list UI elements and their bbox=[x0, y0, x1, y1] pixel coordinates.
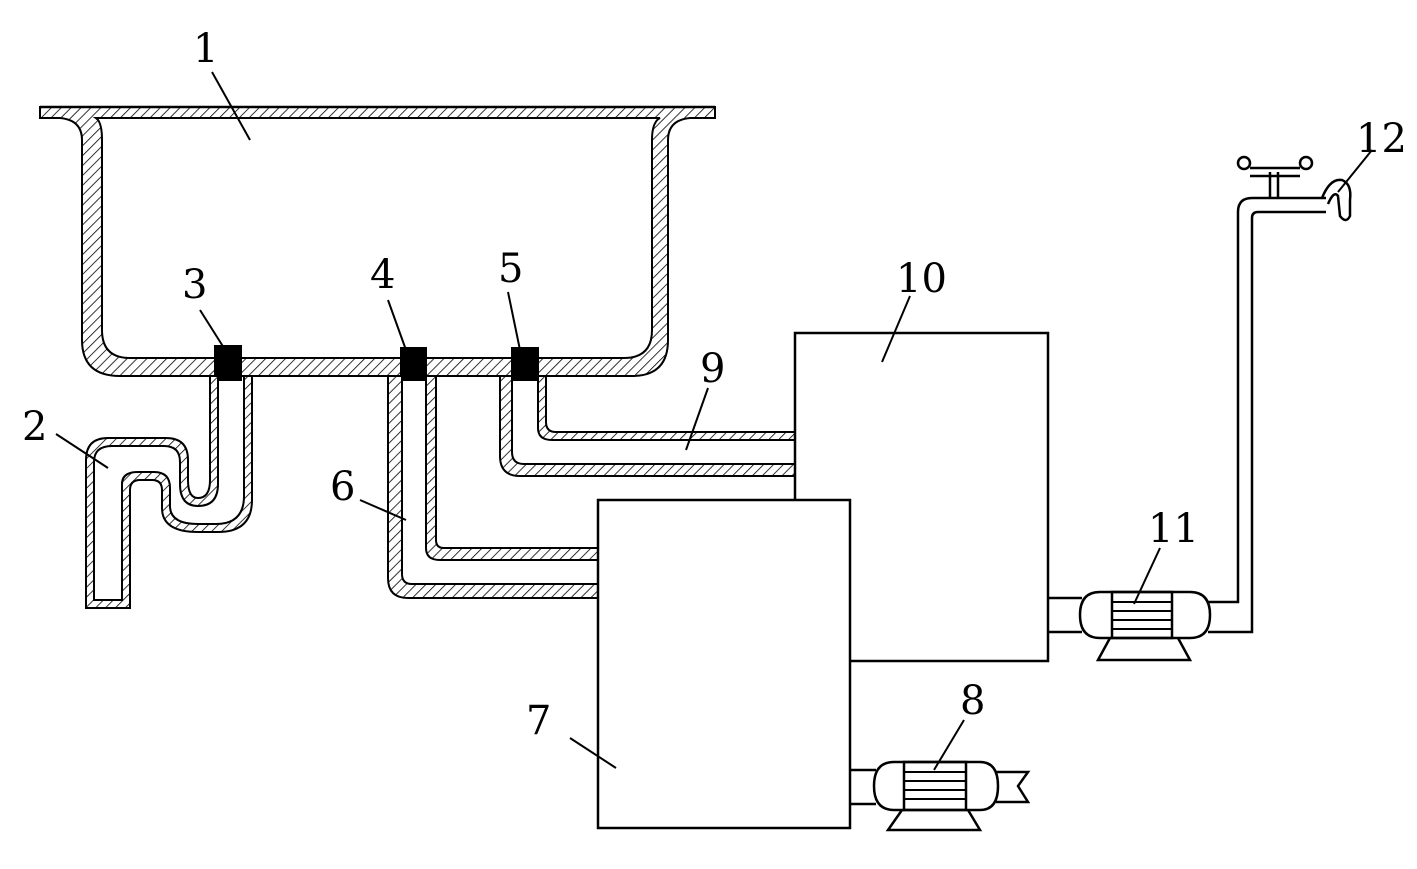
drain-plug-4 bbox=[400, 347, 427, 381]
callout-7: 7 bbox=[526, 698, 551, 744]
callout-8: 8 bbox=[960, 678, 985, 724]
callout-9: 9 bbox=[700, 346, 725, 392]
faucet-12 bbox=[1236, 155, 1352, 222]
pump-11 bbox=[1078, 590, 1212, 662]
callout-6: 6 bbox=[330, 464, 355, 510]
pump-8 bbox=[872, 760, 1031, 832]
outlet-pipe-7 bbox=[850, 768, 876, 806]
callout-12: 12 bbox=[1356, 116, 1407, 162]
callout-5: 5 bbox=[498, 246, 523, 292]
callout-11: 11 bbox=[1148, 506, 1199, 552]
callout-10: 10 bbox=[896, 256, 947, 302]
outlet-pipe-10 bbox=[1048, 596, 1082, 634]
callout-4: 4 bbox=[370, 252, 395, 298]
trap-pipe bbox=[85, 375, 253, 609]
drain-plug-5 bbox=[511, 347, 539, 381]
callout-2: 2 bbox=[22, 404, 47, 450]
leader-lines bbox=[55, 71, 1373, 771]
pipe-6 bbox=[387, 375, 599, 599]
pipe-9 bbox=[499, 375, 796, 477]
callout-3: 3 bbox=[182, 262, 207, 308]
tank-7 bbox=[596, 498, 852, 830]
faucet-supply-pipe bbox=[1208, 196, 1326, 634]
sink-basin bbox=[39, 105, 716, 377]
callout-1: 1 bbox=[193, 26, 218, 72]
